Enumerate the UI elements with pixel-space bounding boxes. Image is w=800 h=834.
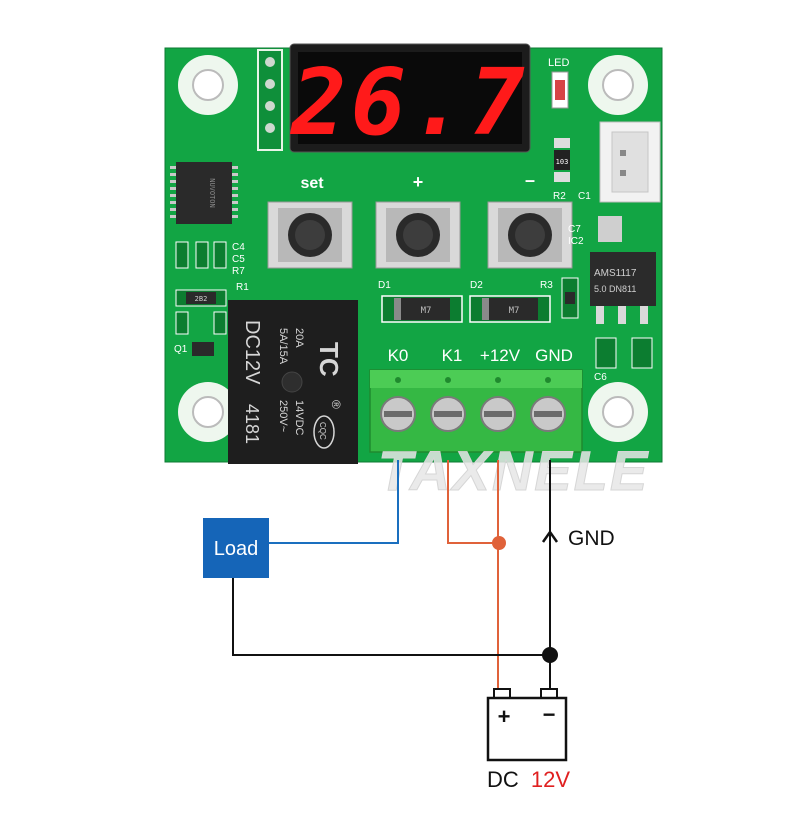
mounting-hole-bottom-right <box>588 382 648 442</box>
button-label-set: set <box>300 175 324 192</box>
button-label-plus: + <box>413 172 424 192</box>
set-button[interactable] <box>267 201 353 269</box>
terminal-block <box>369 369 583 453</box>
display-readout: 26.7 <box>289 49 529 156</box>
plus-button[interactable] <box>375 201 461 269</box>
mounting-hole-top-left <box>178 55 238 115</box>
load-box: Load <box>203 518 269 578</box>
label-c1: C1 <box>578 191 591 202</box>
watermark: TAXNELE <box>378 439 649 502</box>
wire-load-to-ground <box>232 578 550 656</box>
diode-d2: M7 <box>469 295 551 323</box>
label-c4: C4 <box>232 242 245 253</box>
diode-d1: M7 <box>381 295 463 323</box>
voltage-regulator: AMS1117 5.0 DN811 <box>590 216 656 324</box>
terminal-label-k1: K1 <box>442 346 463 365</box>
relay-250v: 250V~ <box>277 400 289 432</box>
junction-black <box>542 647 558 663</box>
relay-5a15a: 5A/15A <box>277 328 289 365</box>
chip-marking: NUVOTON <box>208 178 216 208</box>
capacitor-c6 <box>595 337 653 369</box>
relay-model: DC12V <box>241 320 263 385</box>
battery-icon: + − <box>486 688 568 762</box>
mounting-hole-bottom-left <box>178 382 238 442</box>
sensor-connector <box>599 121 661 203</box>
relay-reg: ® <box>329 400 343 409</box>
label-r1: R1 <box>236 282 249 293</box>
transistor-q1 <box>192 342 214 356</box>
terminal-screw-k0[interactable] <box>380 396 416 432</box>
terminal-label-gnd: GND <box>535 346 573 365</box>
junction-orange <box>492 536 506 550</box>
label-q1: Q1 <box>174 344 188 355</box>
dc-voltage: 12V <box>531 767 570 792</box>
mounting-hole-top-right <box>588 55 648 115</box>
gnd-arrow-icon <box>541 529 559 543</box>
led-label: LED <box>548 57 569 69</box>
seven-segment-display: 26.7 <box>289 43 531 156</box>
thermostat-board: 26.7 LED 103 R2 C1 <box>164 43 663 464</box>
label-c7: C7 <box>568 224 581 235</box>
wire-k1-to-junction <box>447 460 500 544</box>
gnd-label: GND <box>568 527 615 550</box>
smd-code: 2B2 <box>195 295 208 303</box>
terminal-label-k0: K0 <box>388 346 409 365</box>
relay: TC ® 20A 14VDC 5A/15A 250V~ DC12V 4181 C… <box>228 300 358 464</box>
relay-cqc-mark <box>313 415 335 449</box>
label-r3: R3 <box>540 280 553 291</box>
wire-k0-to-load <box>268 460 399 544</box>
regulator-line1: AMS1117 <box>594 268 637 279</box>
resistor-r2: 103 <box>554 138 570 182</box>
terminal-label-12v: +12V <box>480 346 521 365</box>
minus-button[interactable] <box>487 201 573 269</box>
relay-cqc: CQC <box>318 422 327 440</box>
battery-minus: − <box>543 702 556 727</box>
label-r2: R2 <box>553 191 566 202</box>
load-label: Load <box>214 538 259 560</box>
label-d1: D1 <box>378 280 391 291</box>
button-label-minus: – <box>525 170 535 190</box>
terminal-screw-gnd[interactable] <box>530 396 566 432</box>
label-c5: C5 <box>232 254 245 265</box>
dc-label: DC 12V <box>487 767 570 792</box>
label-ic2: IC2 <box>568 236 584 247</box>
regulator-line2: 5.0 DN811 <box>594 284 636 294</box>
dc-text: DC <box>487 767 519 792</box>
smd-components-left: 2B2 <box>175 241 227 335</box>
r2-code: 103 <box>556 158 569 166</box>
label-c6: C6 <box>594 372 607 383</box>
header-pins <box>257 49 283 151</box>
resistor-r3 <box>561 277 579 319</box>
diode-d1-mark: M7 <box>421 306 432 316</box>
diode-d2-mark: M7 <box>509 306 520 316</box>
relay-brand: TC <box>314 342 344 377</box>
label-r7: R7 <box>232 266 245 277</box>
terminal-screw-k1[interactable] <box>430 396 466 432</box>
label-d2: D2 <box>470 280 483 291</box>
status-led: LED <box>548 57 569 109</box>
relay-number: 4181 <box>242 404 262 444</box>
battery-plus: + <box>498 704 511 729</box>
terminal-screw-12v[interactable] <box>480 396 516 432</box>
relay-indicator <box>281 371 303 393</box>
relay-20a: 20A <box>293 328 305 348</box>
relay-14vdc: 14VDC <box>293 400 305 436</box>
microcontroller-chip: NUVOTON <box>170 162 238 224</box>
